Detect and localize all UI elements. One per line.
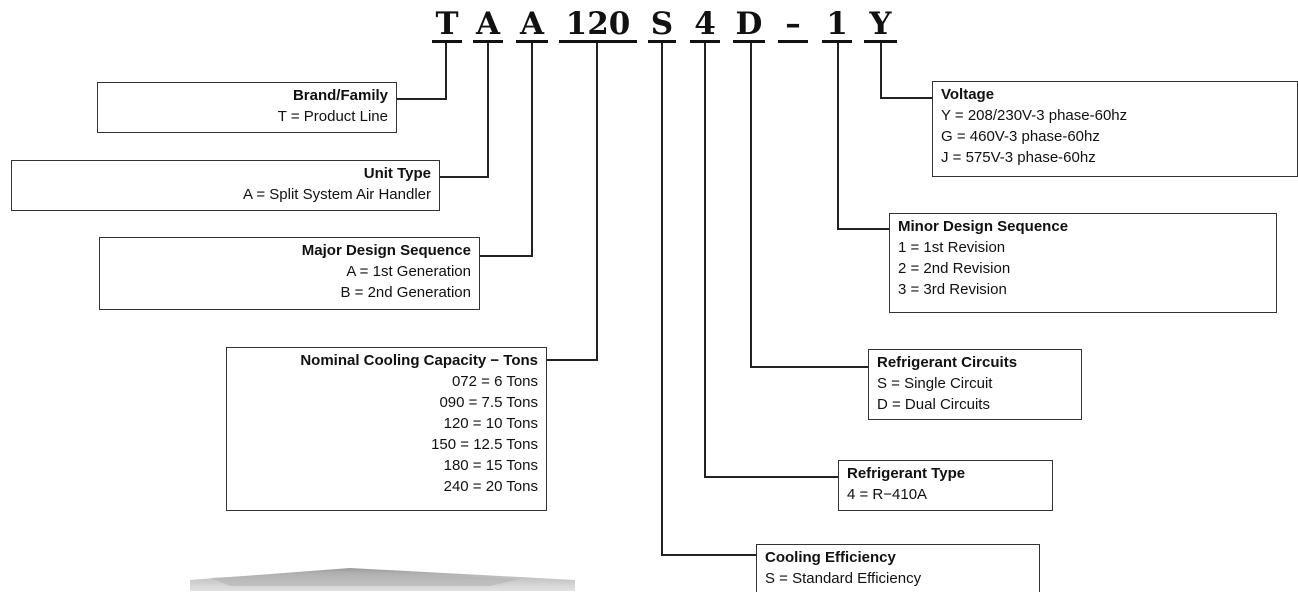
code-underline-dash xyxy=(778,40,808,43)
minor-design-sequence-box: Minor Design Sequence 1 = 1st Revision 2… xyxy=(889,213,1277,313)
unit-type-box: Unit Type A = Split System Air Handler xyxy=(11,160,440,211)
connector-cooling-efficiency-v xyxy=(661,43,663,556)
voltage-title: Voltage xyxy=(941,86,995,103)
major-design-line: A = 1st Generation xyxy=(346,263,471,280)
connector-minor-design-v xyxy=(837,43,839,230)
unit-type-line: A = Split System Air Handler xyxy=(243,186,431,203)
refrigerant-type-line: 4 = R−410A xyxy=(847,486,928,503)
connector-unit-type-h xyxy=(440,176,489,178)
code-char-nominal-cooling: 120 xyxy=(565,6,631,42)
code-char-unit-type: A xyxy=(475,6,501,42)
code-underline-brand xyxy=(432,40,462,43)
voltage-line: J = 575V-3 phase-60hz xyxy=(941,149,1096,166)
cooling-efficiency-title: Cooling Efficiency xyxy=(765,549,896,566)
connector-nominal-cooling-v xyxy=(596,43,598,361)
brand-family-box: Brand/Family T = Product Line xyxy=(97,82,397,133)
nominal-cooling-capacity-box: Nominal Cooling Capacity − Tons 072 = 6 … xyxy=(226,347,547,511)
code-underline-refrigerant-type xyxy=(690,40,720,43)
code-char-brand: T xyxy=(435,6,459,42)
code-underline-voltage xyxy=(864,40,897,43)
minor-design-line: 3 = 3rd Revision xyxy=(898,281,1007,298)
code-underline-nominal-cooling xyxy=(559,40,637,43)
connector-brand-h xyxy=(397,98,447,100)
connector-major-design-v xyxy=(531,43,533,257)
connector-voltage-h xyxy=(880,97,932,99)
code-underline-cooling-efficiency xyxy=(648,40,676,43)
code-char-major-design: A xyxy=(519,6,545,42)
brand-family-line: T = Product Line xyxy=(277,108,388,125)
connector-major-design-h xyxy=(480,255,533,257)
connector-brand-v xyxy=(445,43,447,100)
refrigerant-circuits-line: D = Dual Circuits xyxy=(877,396,990,413)
connector-unit-type-v xyxy=(487,43,489,178)
nominal-cooling-line: 240 = 20 Tons xyxy=(443,478,538,495)
refrigerant-type-title: Refrigerant Type xyxy=(847,465,966,482)
connector-refrigerant-circuits-h xyxy=(750,366,868,368)
connector-voltage-v xyxy=(880,43,882,99)
code-char-voltage: Y xyxy=(869,6,892,42)
unit-photo xyxy=(190,568,575,591)
voltage-box: Voltage Y = 208/230V-3 phase-60hz G = 46… xyxy=(932,81,1298,177)
minor-design-line: 1 = 1st Revision xyxy=(898,239,1006,256)
major-design-line: B = 2nd Generation xyxy=(340,284,471,301)
code-underline-refrigerant-circuits xyxy=(733,40,765,43)
major-design-title: Major Design Sequence xyxy=(301,242,471,259)
unit-type-title: Unit Type xyxy=(363,165,431,182)
connector-nominal-cooling-h xyxy=(547,359,598,361)
voltage-line: Y = 208/230V-3 phase-60hz xyxy=(941,107,1128,124)
connector-refrigerant-circuits-v xyxy=(750,43,752,368)
code-char-refrigerant-type: 4 xyxy=(694,6,716,42)
cooling-efficiency-box: Cooling Efficiency S = Standard Efficien… xyxy=(756,544,1040,592)
major-design-sequence-box: Major Design Sequence A = 1st Generation… xyxy=(99,237,480,310)
code-char-refrigerant-circuits: D xyxy=(735,6,763,42)
code-underline-major-design xyxy=(516,40,548,43)
nominal-cooling-line: 072 = 6 Tons xyxy=(451,373,538,390)
nominal-cooling-line: 090 = 7.5 Tons xyxy=(439,394,538,411)
unit-photo-graphic xyxy=(190,568,575,591)
connector-refrigerant-type-v xyxy=(704,43,706,478)
cooling-efficiency-line: S = Standard Efficiency xyxy=(765,570,922,587)
code-underline-minor-design xyxy=(822,40,852,43)
code-char-minor-design: 1 xyxy=(826,6,848,42)
minor-design-line: 2 = 2nd Revision xyxy=(898,260,1011,277)
connector-refrigerant-type-h xyxy=(704,476,838,478)
refrigerant-type-box: Refrigerant Type 4 = R−410A xyxy=(838,460,1053,511)
code-underline-unit-type xyxy=(473,40,503,43)
code-char-dash: – xyxy=(785,6,801,42)
refrigerant-circuits-title: Refrigerant Circuits xyxy=(877,354,1018,371)
nominal-cooling-line: 120 = 10 Tons xyxy=(443,415,538,432)
refrigerant-circuits-line: S = Single Circuit xyxy=(877,375,993,392)
nominal-cooling-title: Nominal Cooling Capacity − Tons xyxy=(300,352,538,369)
connector-minor-design-h xyxy=(837,228,889,230)
nominal-cooling-line: 150 = 12.5 Tons xyxy=(431,436,538,453)
voltage-line: G = 460V-3 phase-60hz xyxy=(941,128,1100,145)
code-char-cooling-efficiency: S xyxy=(650,6,674,42)
refrigerant-circuits-box: Refrigerant Circuits S = Single Circuit … xyxy=(868,349,1082,420)
brand-family-title: Brand/Family xyxy=(292,87,388,104)
nominal-cooling-line: 180 = 15 Tons xyxy=(443,457,538,474)
connector-cooling-efficiency-h xyxy=(661,554,756,556)
minor-design-title: Minor Design Sequence xyxy=(898,218,1069,235)
